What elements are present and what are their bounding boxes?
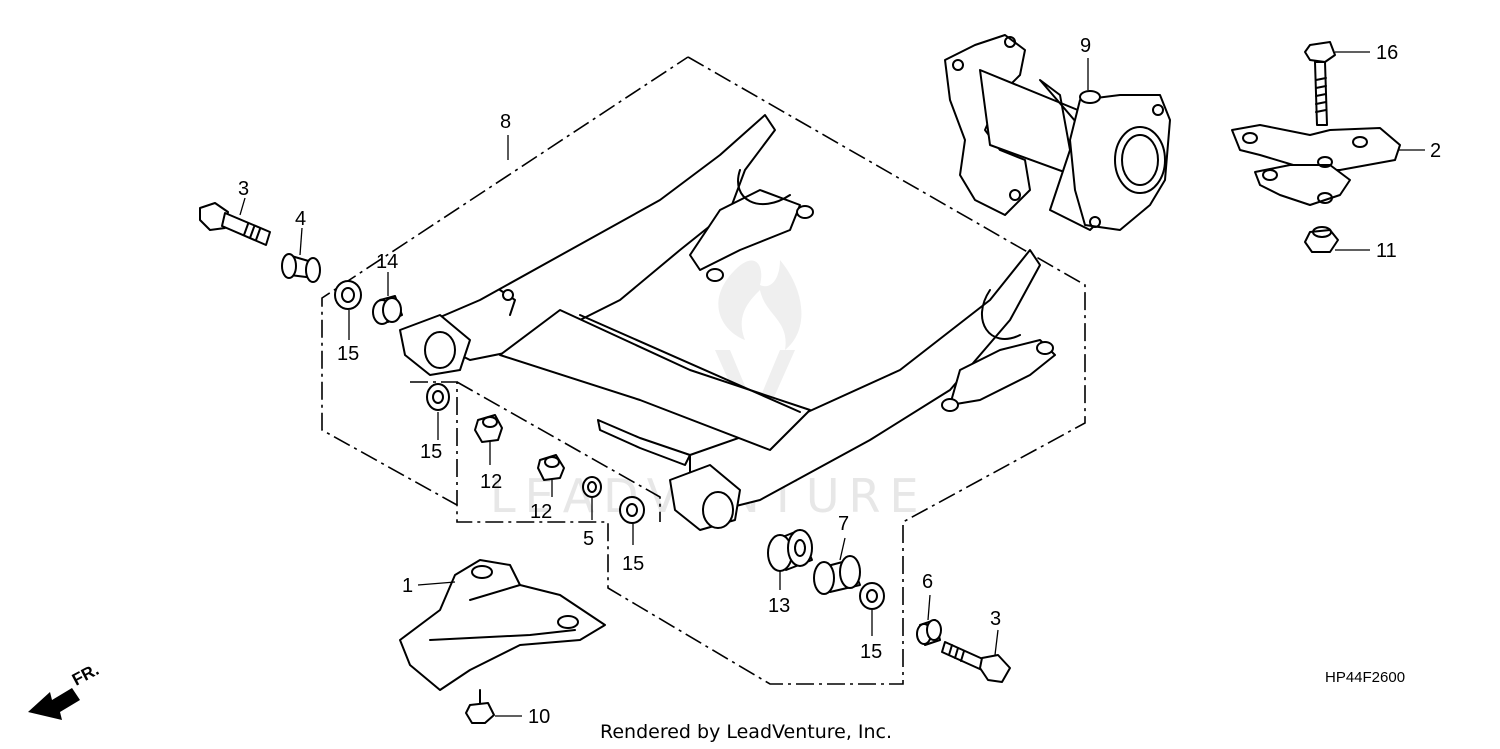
collar-4 [281, 253, 321, 283]
diagram-code: HP44F2600 [1325, 669, 1405, 686]
nut-11 [1304, 226, 1339, 253]
callout-11: 11 [1376, 240, 1397, 262]
rear-axle-hub [944, 34, 1171, 231]
mounting-bracket [1231, 124, 1401, 206]
callout-15-c: 15 [622, 553, 644, 575]
bolt-10 [465, 689, 495, 724]
callout-14: 14 [376, 251, 398, 273]
callout-3-left: 3 [238, 178, 249, 200]
callout-8: 8 [500, 111, 511, 133]
leader-lines [239, 51, 1425, 717]
collar-7 [813, 555, 861, 595]
callout-15-b: 15 [420, 441, 442, 463]
front-direction-indicator: FR. [28, 660, 102, 720]
callout-12-a: 12 [480, 471, 502, 493]
callout-16: 16 [1376, 42, 1398, 64]
render-credit: Rendered by LeadVenture, Inc. [600, 721, 892, 743]
needle-bearing-14 [372, 295, 403, 325]
callout-15-a: 15 [337, 343, 359, 365]
bearing-15-d [859, 582, 885, 610]
callout-15-d: 15 [860, 641, 882, 663]
callout-3-right: 3 [990, 608, 1001, 630]
callout-10: 10 [528, 706, 550, 728]
bolt-3-right [941, 641, 1011, 683]
bolt-3-left [199, 202, 271, 246]
callout-6: 6 [922, 571, 933, 593]
callout-7: 7 [838, 513, 849, 535]
washer-5 [582, 476, 602, 498]
callout-12-b: 12 [530, 501, 552, 523]
callout-9: 9 [1080, 35, 1091, 57]
bearing-15-b [426, 383, 450, 411]
guard-plate-1 [399, 559, 606, 691]
front-label: FR. [69, 660, 102, 690]
callout-13: 13 [768, 595, 790, 617]
front-arrow-icon [28, 688, 80, 720]
bearing-15-c [619, 496, 645, 524]
bearing-13 [767, 529, 813, 572]
nut-12-a [474, 414, 503, 443]
swing-arm [399, 114, 1056, 531]
bolt-16 [1304, 41, 1336, 126]
callout-4: 4 [295, 208, 306, 230]
callout-1: 1 [402, 575, 413, 597]
callout-labels: 8 3 4 14 15 15 12 12 5 15 13 7 15 6 3 9 … [238, 35, 1441, 728]
nut-12-b [537, 454, 565, 481]
callout-2: 2 [1430, 140, 1441, 162]
callout-5: 5 [583, 528, 594, 550]
bearing-15-a [334, 280, 362, 310]
spacer-6 [916, 619, 942, 646]
assembly-boundary [321, 56, 1086, 685]
